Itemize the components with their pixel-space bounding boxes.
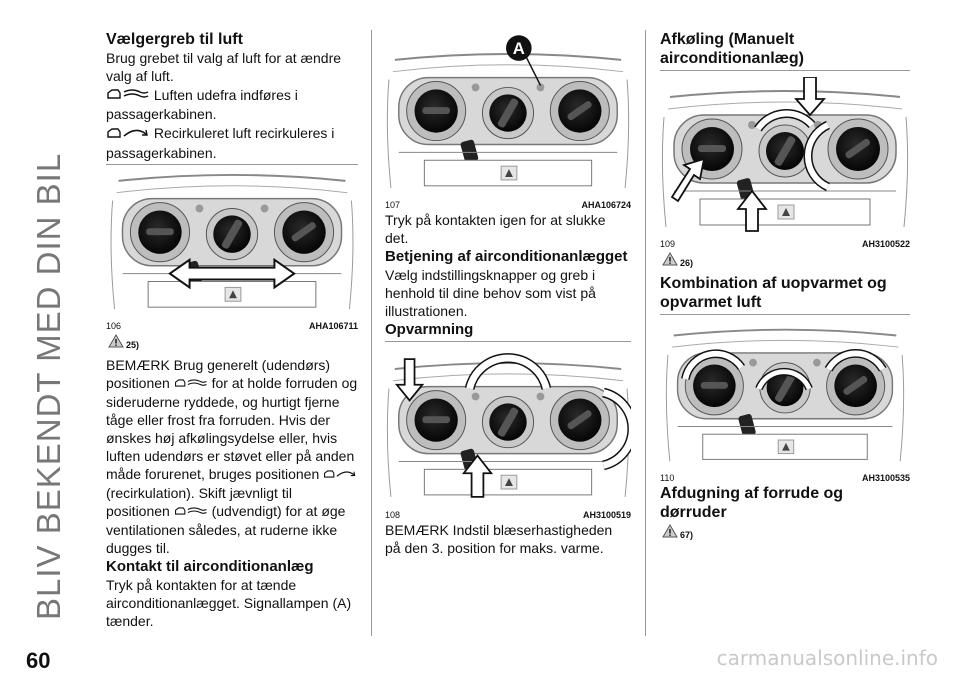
column-left: Vælgergreb til luft Brug grebet til valg… bbox=[106, 30, 358, 631]
car-outside-air-icon bbox=[174, 503, 208, 521]
text-air-selector: Brug grebet til valg af luft for at ændr… bbox=[106, 50, 342, 84]
car-outside-air-icon bbox=[174, 375, 208, 393]
figure-number: 109 bbox=[660, 239, 676, 249]
text-ac-switch: Tryk på kontakten for at tænde aircondit… bbox=[106, 577, 352, 630]
car-recirculation-icon bbox=[106, 126, 150, 144]
warning-ref: 67) bbox=[662, 524, 910, 544]
hvac-panel-illustration: A bbox=[385, 35, 631, 198]
figure-107: A 107 AHA106724 bbox=[385, 30, 631, 211]
text-note-1: BEMÆRK Brug generelt (udendørs) position… bbox=[106, 356, 358, 557]
warning-triangle-icon bbox=[108, 333, 124, 354]
hvac-panel-illustration bbox=[660, 77, 910, 237]
figure-id: AHA106724 bbox=[581, 200, 631, 210]
hvac-panel-illustration bbox=[106, 171, 358, 319]
text-note-2: BEMÆRK Indstil blæserhastigheden på den … bbox=[385, 522, 613, 556]
text-switch-off: Tryk på kontakten igen for at slukke det… bbox=[385, 212, 606, 246]
hvac-panel-illustration bbox=[385, 353, 631, 507]
figure-109: 109 AH3100522 bbox=[660, 77, 910, 250]
heading-ac-switch: Kontakt til airconditionanlæg bbox=[106, 558, 314, 576]
column-divider-1 bbox=[371, 30, 372, 636]
figure-number: 107 bbox=[385, 200, 401, 210]
figure-110: 110 AH3100535 bbox=[660, 321, 910, 484]
text-recirculated-air: Recirkuleret luft recirkuleres i passage… bbox=[106, 125, 335, 161]
warning-triangle-icon bbox=[662, 252, 678, 272]
column-divider-2 bbox=[645, 30, 646, 636]
heading-combination: Kombination af uopvarmet og opvarmet luf… bbox=[660, 275, 887, 311]
warning-ref: 26) bbox=[662, 252, 910, 272]
figure-number: 108 bbox=[385, 510, 401, 520]
figure-106: 106 AHA106711 bbox=[106, 171, 358, 332]
heading-operation: Betjening af airconditionanlægget bbox=[385, 248, 628, 265]
figure-number: 110 bbox=[660, 473, 675, 483]
figure-number: 106 bbox=[106, 320, 122, 331]
heading-air-selector: Vælgergreb til luft bbox=[106, 31, 243, 48]
warning-triangle-icon bbox=[662, 524, 678, 544]
heading-heating: Opvarmning bbox=[385, 321, 474, 338]
column-right: Afkøling (Manuelt airconditionanlæg) 109… bbox=[660, 30, 910, 546]
figure-id: AH3100535 bbox=[861, 473, 910, 483]
heading-defogging: Afdugning af forrude og dørruder bbox=[660, 485, 844, 521]
text-outside-air: Luften udefra indføres i passagerkabinen… bbox=[106, 87, 298, 123]
page-number: 60 bbox=[26, 648, 51, 673]
hvac-panel-illustration bbox=[664, 325, 906, 471]
car-outside-air-icon bbox=[106, 87, 150, 105]
column-middle: A 107 AHA106724 Tryk på kontakten igen fo… bbox=[385, 30, 631, 558]
warning-ref: 25) bbox=[108, 333, 358, 354]
figure-id: AH3100522 bbox=[861, 239, 910, 249]
text-operation: Vælg indstillingsknapper og greb i henho… bbox=[385, 267, 596, 319]
figure-108: 108 AH3100519 bbox=[385, 348, 631, 521]
side-section-title: BLIV BEKENDT MED DIN BIL bbox=[30, 152, 67, 620]
callout-label: A bbox=[513, 39, 525, 58]
car-recirculation-icon bbox=[323, 466, 357, 484]
watermark: carmanualsonline.info bbox=[716, 646, 938, 670]
figure-id: AH3100519 bbox=[582, 510, 631, 520]
figure-id: AHA106711 bbox=[308, 320, 358, 331]
heading-cooling: Afkøling (Manuelt airconditionanlæg) bbox=[660, 31, 804, 67]
